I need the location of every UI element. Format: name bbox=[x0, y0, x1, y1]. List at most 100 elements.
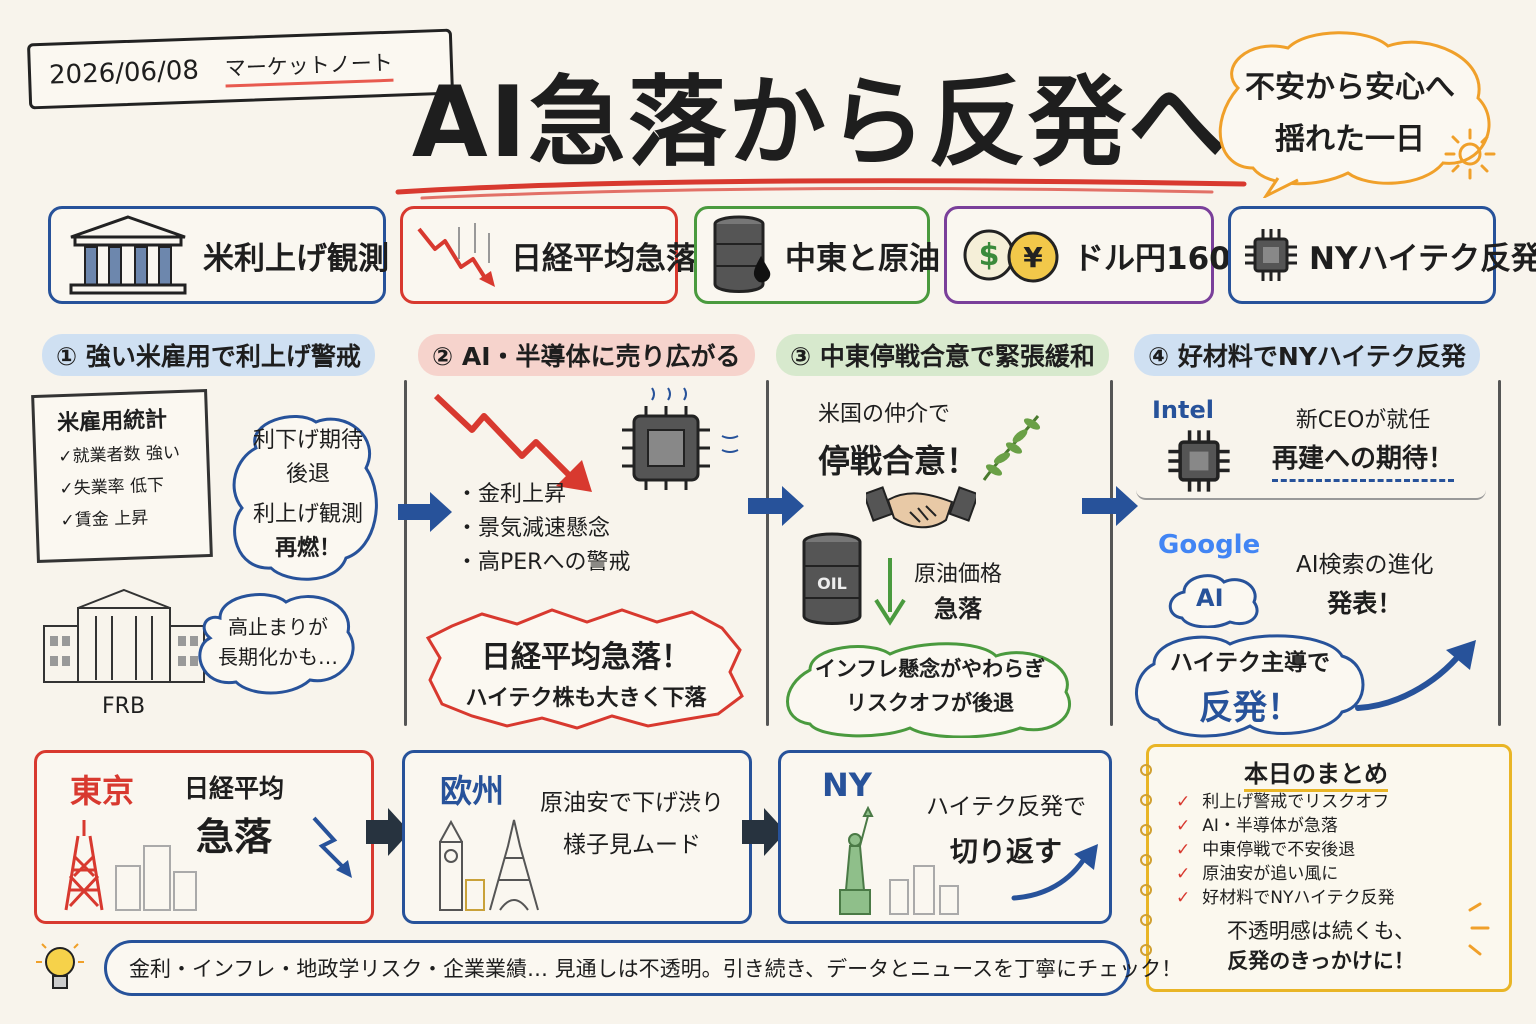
summary-item-text: 好材料でNYハイテク反発 bbox=[1202, 888, 1395, 908]
summary-item-text: 利上げ警戒でリスクオフ bbox=[1202, 792, 1390, 812]
oil-line: 急落 bbox=[934, 595, 982, 623]
keyword-label-5: NYハイテク反発 bbox=[1309, 240, 1536, 277]
mood-text: 不安から安心へ 揺れた一日 bbox=[1230, 62, 1470, 166]
bubble-line: 再燃！ bbox=[274, 536, 341, 561]
summary-item-text: 原油安が追い風に bbox=[1202, 864, 1339, 884]
region-line: 日経平均 bbox=[184, 774, 285, 803]
keyword-card-nikkei-drop: 日経平均急落 bbox=[400, 206, 697, 304]
date-label: 2026/06/08 bbox=[48, 55, 200, 91]
relief-line: リスクオフが後退 bbox=[846, 691, 1014, 715]
region-label-tokyo: 東京 bbox=[70, 772, 135, 810]
step-2-heading: ② AI・半導体に売り広がる bbox=[418, 334, 755, 376]
ceasefire-line: 米国の仲介で bbox=[818, 402, 951, 427]
statue-of-liberty-icon bbox=[839, 806, 959, 915]
intel-line: 再建への期待！ bbox=[1272, 438, 1455, 482]
region-ny bbox=[778, 750, 1112, 924]
svg-text:¥: ¥ bbox=[1023, 241, 1043, 274]
down-chart-icon bbox=[417, 223, 495, 287]
tokyo-skyline-icon bbox=[64, 820, 197, 911]
stats-item: ✓賃金 上昇 bbox=[60, 508, 149, 532]
google-text: AI検索の進化 発表！ bbox=[1296, 548, 1434, 620]
cause-bullets: ・金利上昇 ・景気減速懸念 ・高PERへの警戒 bbox=[456, 478, 630, 580]
summary-notebook bbox=[1146, 744, 1512, 992]
keyword-label-1: 米利上げ観測 bbox=[203, 240, 389, 277]
intel-logo: Intel bbox=[1152, 396, 1214, 424]
region-text-ny: ハイテク反発で 切り返す bbox=[926, 790, 1086, 870]
flow-arrow-icon bbox=[366, 808, 410, 856]
speech-cloud bbox=[198, 593, 355, 695]
cause-bullet: ・金利上昇 bbox=[456, 482, 567, 507]
rate-bubble-text: 利下げ期待 後退 利上げ観測 再燃！ bbox=[246, 424, 370, 566]
frb-building-icon bbox=[43, 588, 205, 683]
drop-arrow-icon bbox=[312, 816, 352, 878]
region-line: 切り返す bbox=[950, 835, 1063, 868]
alert-line: ハイテク株も大きく下落 bbox=[465, 686, 707, 711]
speech-cloud bbox=[232, 414, 378, 581]
summary-closing: 不透明感は続くも、 反発のきっかけに！ bbox=[1186, 916, 1456, 976]
europe-landmarks-icon bbox=[439, 819, 539, 911]
page-title: AI急落から反発へ bbox=[411, 66, 1229, 180]
summary-title: 本日のまとめ bbox=[1244, 754, 1388, 792]
step-1-heading: ① 強い米雇用で利上げ警戒 bbox=[42, 334, 375, 376]
region-line: 原油安で下げ渋り bbox=[540, 790, 724, 816]
currency-coins-icon: $ ¥ bbox=[963, 229, 1059, 283]
up-arrow-icon bbox=[1011, 844, 1098, 901]
hot-chip-icon bbox=[622, 387, 739, 490]
keyword-label-3: 中東と原油 bbox=[785, 240, 940, 277]
bank-icon bbox=[69, 215, 187, 295]
rebound-text: ハイテク主導で 反発！ bbox=[1150, 646, 1350, 729]
oil-drum-icon bbox=[713, 215, 771, 293]
summary-list: ✓利上げ警戒でリスクオフ ✓AI・半導体が急落 ✓中東停戦で不安後退 ✓原油安が… bbox=[1176, 790, 1395, 910]
column-divider bbox=[1498, 380, 1501, 726]
bubble-line: 後退 bbox=[285, 462, 330, 487]
check-icon: ✓ bbox=[1176, 840, 1191, 860]
relief-line: インフレ懸念がやわらぎ bbox=[814, 657, 1046, 681]
intel-line: 新CEOが就任 bbox=[1295, 408, 1431, 433]
check-icon: ✓ bbox=[1176, 864, 1191, 884]
employment-stats-card: 米雇用統計 ✓就業者数 強い ✓失業率 低下 ✓賃金 上昇 bbox=[31, 388, 213, 564]
keyword-card-rate-hike: 米利上げ観測 bbox=[48, 206, 389, 304]
google-logo: Google bbox=[1158, 530, 1260, 560]
keyword-label-2: 日経平均急落 bbox=[511, 240, 697, 277]
ai-cloud-icon bbox=[1168, 574, 1259, 628]
check-icon: ✓ bbox=[1176, 888, 1191, 908]
keyword-card-usdjpy: $ ¥ ドル円160円 bbox=[944, 206, 1262, 304]
region-label-ny: NY bbox=[822, 766, 872, 804]
region-text-europe: 原油安で下げ渋り 様子見ムード bbox=[540, 786, 724, 862]
bubble-line: 長期化かも… bbox=[218, 645, 338, 669]
google-line: 発表！ bbox=[1327, 589, 1403, 618]
check-icon: ✓ bbox=[1176, 816, 1191, 836]
column-divider bbox=[766, 380, 769, 726]
nikkei-alert-text: 日経平均急落！ ハイテク株も大きく下落 bbox=[446, 632, 726, 716]
summary-item-text: AI・半導体が急落 bbox=[1202, 816, 1338, 836]
lightbulb-icon bbox=[36, 943, 84, 989]
oil-line: 原油価格 bbox=[914, 562, 1003, 587]
mood-line-2: 揺れた一日 bbox=[1275, 122, 1425, 157]
region-line: 様子見ムード bbox=[563, 832, 701, 858]
sun-icon bbox=[1444, 128, 1496, 180]
ceasefire-line: 停戦合意！ bbox=[818, 442, 979, 480]
relief-cloud bbox=[786, 642, 1071, 738]
step-4-heading: ④ 好材料でNYハイテク反発 bbox=[1134, 334, 1480, 376]
region-line: 急落 bbox=[196, 815, 273, 859]
date-tag: 2026/06/08 マーケットノート bbox=[26, 28, 455, 110]
svg-text:$: $ bbox=[979, 238, 1000, 273]
intel-text: 新CEOが就任 再建への期待！ bbox=[1272, 404, 1455, 482]
flow-arrow-icon bbox=[1082, 486, 1138, 526]
intel-panel bbox=[1136, 394, 1486, 500]
olive-branch-icon bbox=[982, 415, 1041, 481]
keyword-card-middle-east-oil: 中東と原油 bbox=[694, 206, 940, 304]
chip-icon bbox=[1245, 229, 1297, 281]
notebook-rings bbox=[1140, 764, 1152, 956]
flow-arrow-icon bbox=[742, 808, 786, 856]
oil-barrel-icon bbox=[802, 532, 862, 625]
check-icon: ✓ bbox=[1176, 792, 1191, 812]
market-note-label: マーケットノート bbox=[224, 46, 394, 88]
cause-bullet: ・景気減速懸念 bbox=[456, 516, 611, 541]
sparkle-marks bbox=[1468, 902, 1490, 956]
region-label-europe: 欧州 bbox=[440, 772, 505, 810]
frb-label: FRB bbox=[102, 694, 146, 719]
handshake-icon bbox=[866, 486, 976, 529]
footer-note: 金利・インフレ・地政学リスク・企業業績… 見通しは不透明。引き続き、データとニュ… bbox=[104, 940, 1182, 996]
oil-price-text: 原油価格 急落 bbox=[914, 558, 1002, 626]
